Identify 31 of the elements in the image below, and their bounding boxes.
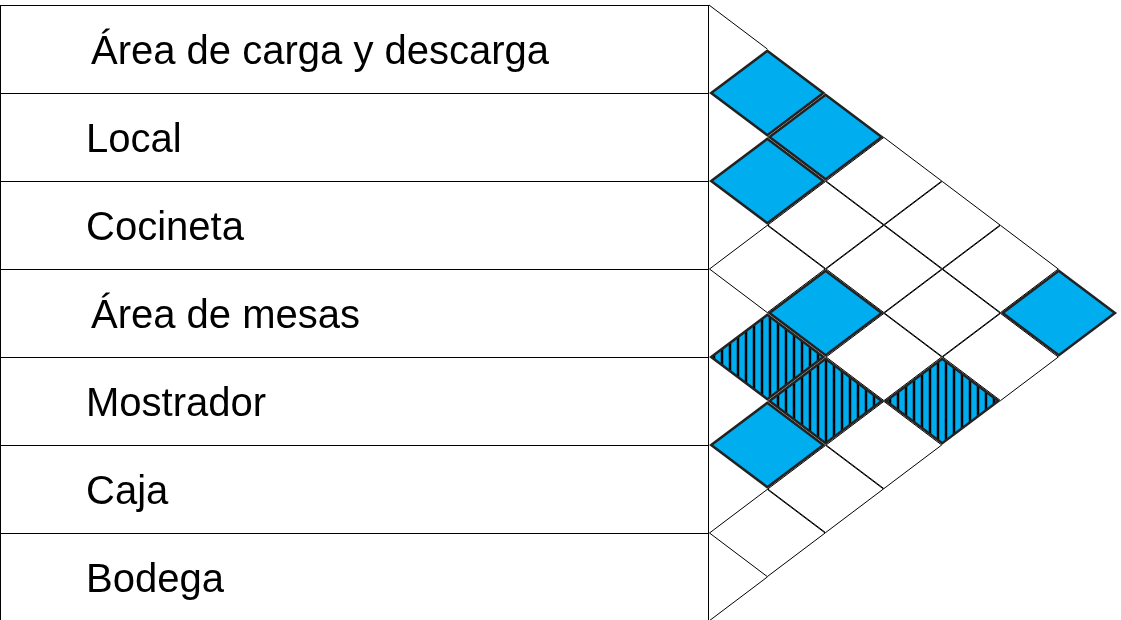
table-row bbox=[0, 93, 709, 182]
empty-diamond bbox=[709, 224, 826, 314]
area-label: Área de mesas bbox=[91, 291, 361, 336]
empty-diamond bbox=[883, 180, 1001, 270]
table-row bbox=[0, 181, 709, 270]
area-label: Mostrador bbox=[86, 379, 267, 424]
filled-diamond bbox=[767, 269, 884, 357]
table-row bbox=[0, 5, 709, 94]
filled-diamond bbox=[709, 49, 826, 137]
area-label: Área de carga y descarga bbox=[91, 27, 550, 72]
table-row bbox=[0, 357, 709, 446]
empty-diamond bbox=[709, 488, 826, 578]
table-row bbox=[0, 533, 709, 620]
hatched-diamond bbox=[883, 357, 1001, 445]
table-row bbox=[0, 269, 709, 358]
empty-diamond bbox=[942, 224, 1059, 314]
empty-diamond bbox=[767, 180, 884, 270]
filled-diamond bbox=[767, 93, 884, 181]
table-row bbox=[0, 445, 709, 534]
area-label: Local bbox=[86, 115, 182, 160]
hatched-diamond bbox=[709, 313, 826, 401]
area-label: Caja bbox=[86, 467, 169, 512]
area-label: Cocineta bbox=[86, 203, 244, 248]
filled-diamond bbox=[709, 137, 826, 225]
area-label: Bodega bbox=[86, 555, 224, 600]
filled-diamond bbox=[1000, 269, 1118, 357]
hatched-diamond bbox=[767, 357, 884, 445]
empty-diamond bbox=[942, 312, 1059, 402]
filled-diamond bbox=[709, 401, 826, 489]
empty-diamond bbox=[767, 444, 884, 534]
empty-diamond bbox=[825, 224, 943, 314]
